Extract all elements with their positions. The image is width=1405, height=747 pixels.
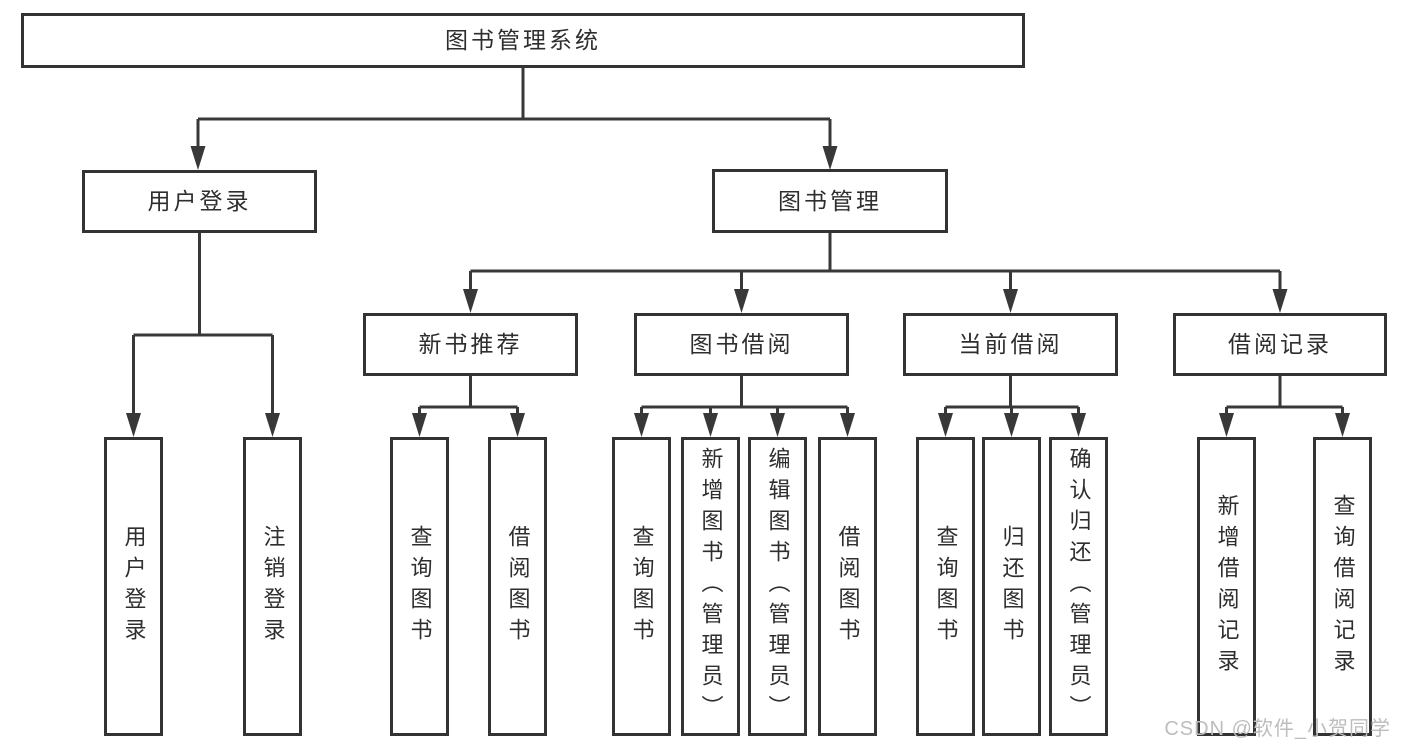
node-label: 图书管理系统 [445, 27, 601, 53]
leaf-query-books-current: 查询图书 [916, 437, 975, 736]
node-label: 当前借阅 [958, 331, 1063, 357]
node-label: 查询图书 [933, 524, 959, 649]
leaf-borrow-books-recommend: 借阅图书 [488, 437, 547, 736]
node-label: 图书借阅 [689, 331, 794, 357]
leaf-logout: 注销登录 [243, 437, 302, 736]
connector-current-borrow-children [938, 376, 1086, 437]
leaf-borrow-books: 借阅图书 [818, 437, 877, 736]
connector-root-to-level2 [190, 68, 838, 170]
node-label: 新书推荐 [418, 331, 523, 357]
leaf-query-borrow-record: 查询借阅记录 [1313, 437, 1372, 736]
csdn-watermark: CSDN @软件_小贺同学 [1164, 718, 1391, 740]
node-user-login: 用户登录 [82, 170, 317, 233]
node-label: 借阅记录 [1228, 331, 1332, 357]
node-label: 查询图书 [629, 524, 655, 649]
node-label: 确认归还（管理员） [1066, 447, 1092, 726]
connector-book-management-children [463, 233, 1288, 313]
leaf-query-books-borrow: 查询图书 [612, 437, 671, 736]
node-label: 用户登录 [147, 188, 252, 214]
leaf-edit-book-admin: 编辑图书（管理员） [748, 437, 807, 736]
node-borrow-records: 借阅记录 [1173, 313, 1387, 376]
node-label: 图书管理 [778, 187, 882, 214]
node-label: 注销登录 [260, 524, 286, 649]
node-root-library-system: 图书管理系统 [21, 13, 1025, 68]
node-label: 编辑图书（管理员） [765, 447, 791, 726]
connector-book-borrow-children [634, 376, 855, 437]
node-label: 归还图书 [999, 524, 1025, 649]
node-label: 借阅图书 [505, 524, 531, 649]
node-new-book-recommend: 新书推荐 [363, 313, 578, 376]
connector-borrow-records-children [1219, 376, 1350, 437]
node-book-borrow: 图书借阅 [634, 313, 849, 376]
node-label: 查询图书 [407, 524, 433, 649]
node-label: 借阅图书 [835, 524, 861, 649]
leaf-confirm-return-admin: 确认归还（管理员） [1049, 437, 1108, 736]
node-label: 新增图书（管理员） [698, 447, 724, 726]
leaf-user-login: 用户登录 [104, 437, 163, 736]
leaf-return-book: 归还图书 [982, 437, 1041, 736]
node-label: 查询借阅记录 [1330, 493, 1356, 680]
leaf-add-book-admin: 新增图书（管理员） [681, 437, 740, 736]
node-book-management: 图书管理 [712, 169, 948, 233]
node-current-borrow: 当前借阅 [903, 313, 1118, 376]
leaf-add-borrow-record: 新增借阅记录 [1197, 437, 1256, 736]
node-label: 新增借阅记录 [1214, 493, 1240, 680]
node-label: 用户登录 [121, 524, 147, 649]
connector-user-login-children [126, 233, 280, 437]
connector-new-book-recommend-children [412, 376, 525, 437]
leaf-query-books-recommend: 查询图书 [390, 437, 449, 736]
